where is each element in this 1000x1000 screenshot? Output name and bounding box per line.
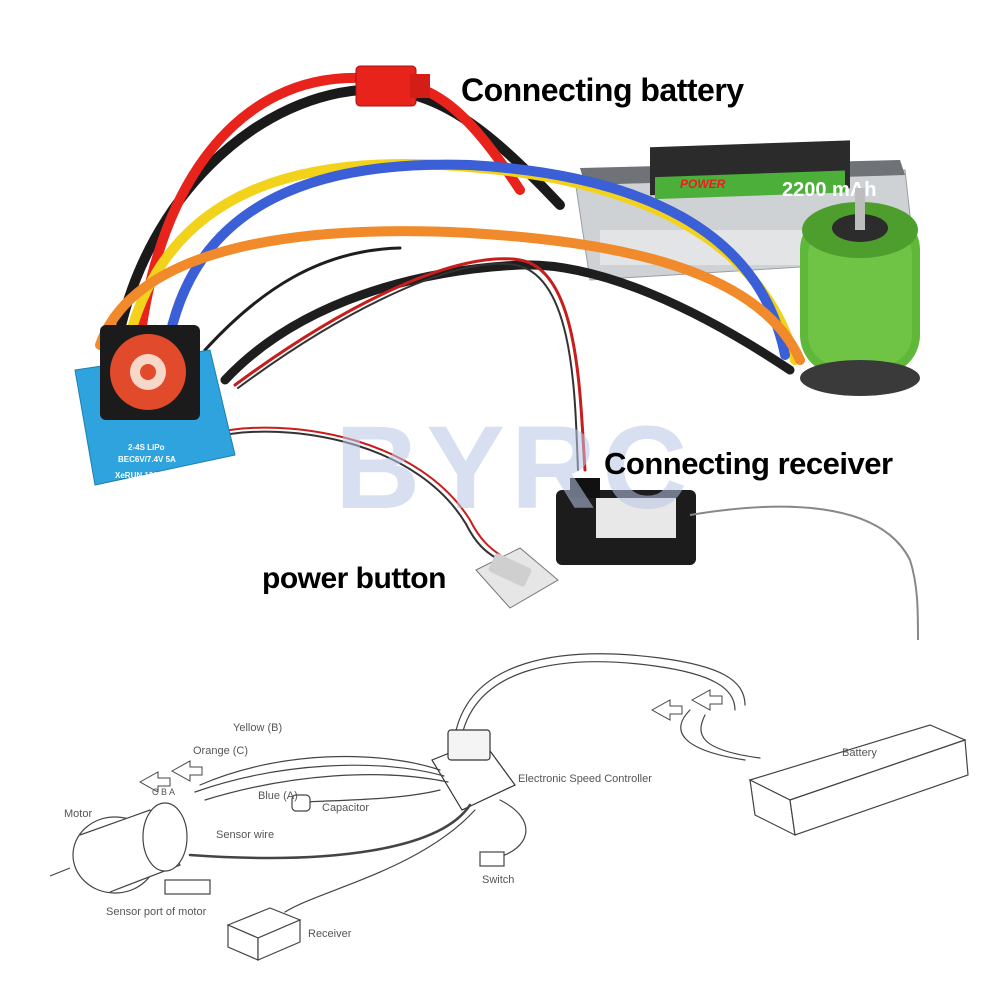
photo-layer: POWER 2200 mAh xyxy=(74,65,920,640)
label-battery: Battery xyxy=(842,747,877,759)
label-sensor-port: Sensor port of motor xyxy=(106,906,207,918)
label-orange-wire: Orange (C) xyxy=(193,745,249,757)
battery-brand-text: POWER xyxy=(680,177,726,191)
label-motor: Motor xyxy=(64,808,93,820)
diagram-arrows xyxy=(138,689,723,793)
esc-spec-2: BEC6V/7.4V 5A xyxy=(118,455,176,464)
label-blue-wire: Blue (A) xyxy=(258,790,298,802)
esc-spec-1: 2-4S LiPo xyxy=(128,443,165,452)
esc-model: XeRUN 120A xyxy=(115,471,164,480)
esc-unit: 2-4S LiPo BEC6V/7.4V 5A XeRUN 120A xyxy=(74,325,236,486)
label-yellow-wire: Yellow (B) xyxy=(233,722,283,734)
wiring-diagram xyxy=(49,653,969,961)
diagram-motor xyxy=(49,802,211,895)
battery-connector xyxy=(355,65,430,107)
diagram-battery xyxy=(748,724,969,837)
watermark-text: BYRC xyxy=(335,402,693,534)
power-switch-unit xyxy=(475,547,559,609)
label-switch: Switch xyxy=(482,874,515,886)
callout-power-button: power button xyxy=(262,562,446,595)
callout-connecting-receiver: Connecting receiver xyxy=(604,446,893,481)
callout-connecting-battery: Connecting battery xyxy=(461,72,744,108)
label-capacitor: Capacitor xyxy=(322,802,370,814)
diagram-esc xyxy=(431,729,516,811)
diagram-switch xyxy=(479,851,505,867)
diagram-capacitor xyxy=(291,794,311,812)
label-receiver: Receiver xyxy=(308,928,352,940)
label-esc: Electronic Speed Controller xyxy=(518,773,652,785)
label-cba: C B A xyxy=(152,787,176,797)
diagram-receiver xyxy=(226,907,302,961)
receiver-unit xyxy=(556,478,919,640)
brushless-motor xyxy=(800,188,920,396)
esc-wires xyxy=(95,72,805,559)
watermark-layer: BYRC xyxy=(335,402,693,534)
battery-capacity-text: 2200 mAh xyxy=(782,179,877,201)
label-sensor-wire: Sensor wire xyxy=(216,829,275,841)
